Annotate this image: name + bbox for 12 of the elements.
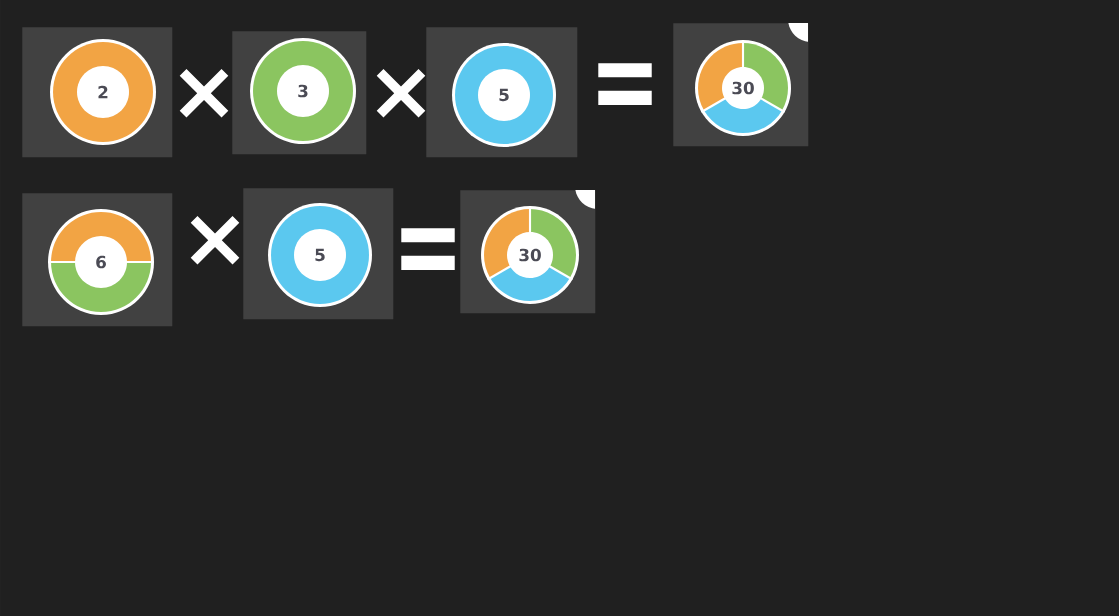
multiply-sign: × [179, 68, 229, 118]
multiply-sign: × [190, 215, 240, 265]
donut-chart: 5 [452, 43, 556, 147]
equals-sign: = [598, 63, 652, 105]
donut-chart: 2 [50, 39, 156, 145]
donut-chart: 30 [695, 40, 791, 136]
donut-chart: 5 [268, 203, 372, 307]
multiply-sign: × [376, 68, 426, 118]
donut-chart: 30 [481, 206, 579, 304]
donut-chart: 6 [48, 209, 154, 315]
equals-sign: = [401, 228, 455, 270]
donut-chart: 3 [250, 38, 356, 144]
